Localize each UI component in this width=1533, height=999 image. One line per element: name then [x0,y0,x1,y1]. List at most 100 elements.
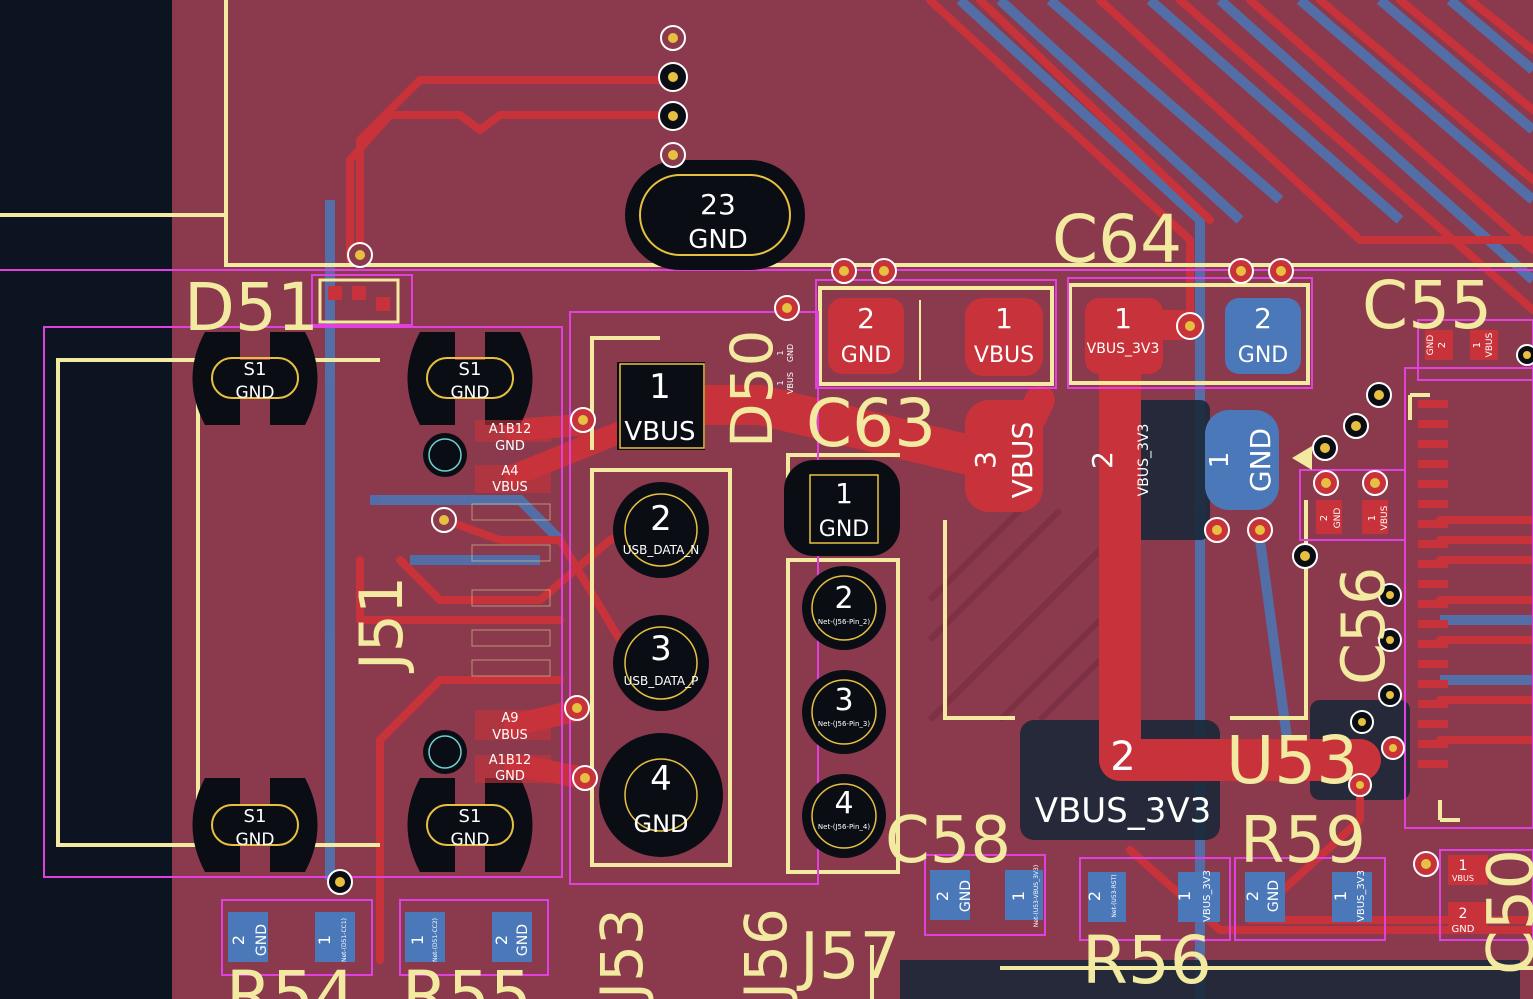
pad-label-net: GND [254,924,270,956]
ref-r59: R59 [1240,804,1366,878]
pad-label-num: 1 [1472,342,1483,348]
ref-c63: C63 [806,385,936,462]
pad-label-net: GND [515,924,531,956]
pad-23[interactable]: 23 GND [625,160,805,270]
r59-pads[interactable]: 2 GND 1 VBUS_3V3 [1243,870,1372,922]
pad-label-net: GND [841,343,891,368]
pad-label-net: GND [1244,428,1277,492]
pad-label-num: A1B12 [489,422,532,437]
j51-smd-pads [471,420,551,783]
pad-label-net: GND [495,769,525,784]
pad-label-net: VBUS [1485,332,1495,357]
j51-shield-pad-top-left[interactable]: S1 GND [192,332,318,425]
j56-pin-4[interactable]: 4 Net-(J56-Pin_4) [802,774,886,858]
j53-pin-2[interactable]: 2 USB_DATA_N [613,482,709,578]
j53-pin-4[interactable]: 4 GND [599,733,723,857]
pad-label-net: GND [1333,508,1343,529]
pad-label-net: GND [236,830,275,850]
pad-label-num: 1 [649,367,671,407]
pad-label-net: GND [819,517,869,542]
ref-c55: C55 [1362,267,1492,344]
board-edge [172,0,190,999]
ref-j57: J57 [796,920,900,994]
pad-label-num: 1 [776,380,785,385]
pad-label-net: VBUS [492,480,528,495]
pad-label-num: 2 [1254,302,1272,335]
c56-pads[interactable]: 2 GND 1 VBUS [1316,500,1390,534]
pad-label-net: GND [958,880,974,912]
pad-label-num: 1 [1009,891,1028,901]
j51-shield-pad-top-right[interactable]: S1 GND [407,332,533,425]
regulator-tab-number: 2 [1110,734,1135,780]
pad-label-net: GND [1426,335,1436,356]
j56-pin-1[interactable]: 1 GND [784,460,900,556]
pad-label-net: VBUS [492,728,528,743]
pad-label-num: 3 [650,629,672,669]
pad-label-num: 4 [650,759,672,799]
regulator-tab-net: VBUS_3V3 [1035,791,1212,831]
ref-c64: C64 [1052,201,1182,278]
ref-r56: R56 [1082,922,1212,999]
j51-shield-pad-bottom-left[interactable]: S1 GND [192,778,318,872]
r55-pads[interactable]: 1 Net-(D51-CC2) 2 GND [405,912,532,962]
pad-label-net: Net-(J56-Pin_2) [818,618,870,626]
ref-d50: D50 [718,330,786,448]
pad-label-num: 2 [1085,891,1104,901]
reference-designators: D51 D50 C63 C64 C55 C56 C58 C50 J51 J53 … [184,201,1533,999]
pad-label-net: VBUS [1380,505,1390,530]
pad-label-net: GND [1238,343,1288,368]
j56-pin-2[interactable]: 2 Net-(J56-Pin_2) [802,566,886,650]
ref-d51: D51 [184,269,319,346]
pad-label-num: 1 [1331,891,1350,901]
j56-pin-3[interactable]: 3 Net-(J56-Pin_3) [802,670,886,754]
r56-pads[interactable]: 2 Net-(U53-RST) 1 VBUS_3V3 [1085,870,1220,922]
pad-label-net: Net-(U53-RST) [1111,874,1118,917]
c58-pads[interactable]: 2 GND 1 Net-(U53-VBUS_3V3) [930,865,1043,927]
d51-component[interactable] [328,286,390,311]
pad-label-num: S1 [244,359,267,380]
pad-label-net: VBUS [1006,422,1039,499]
pad-label-net: GND [495,439,525,454]
pad-label-num: 2 [1319,515,1330,521]
c50-pads[interactable]: 1 VBUS 2 GND [1448,855,1488,935]
j53-pin-1[interactable]: 1 VBUS [617,362,705,450]
pad-label-num: 2 [650,499,672,539]
u53-pins [1418,400,1448,768]
pad-label-num: 1 [835,477,853,510]
c64-pad-1[interactable]: 1 VBUS_3V3 [1085,298,1163,374]
pad-label-num: 1 [776,350,785,355]
c63-pad-2[interactable]: 2 GND [828,298,904,374]
pad-label-net: Net-(D51-CC2) [432,918,439,962]
pad-label-net: GND [786,344,795,362]
c55-pads[interactable]: 2 GND 1 VBUS [1425,330,1498,360]
pad-label-net: VBUS_3V3 [1136,424,1152,497]
j51-alignment-hole-ring [428,438,462,472]
j51-alignment-hole-ring [428,735,462,769]
j51-shield-pad-bottom-right[interactable]: S1 GND [407,778,533,872]
pad-label-net: VBUS [974,343,1034,368]
c63-pad-1[interactable]: 1 VBUS [965,298,1043,376]
pad-label-num: 1 [1205,452,1235,469]
d50-pads[interactable]: 1 GND 1 VBUS [776,344,795,394]
regulator-pad-1[interactable]: 1 GND [1205,410,1279,510]
pin1-marker-icon [1292,446,1312,470]
pad-label-num: 2 [1086,451,1119,469]
j53-pin-3[interactable]: 3 USB_DATA_P [613,615,709,711]
pad-label-net: USB_DATA_P [624,674,699,688]
pad-label-net: GND [451,830,490,850]
pad-label-net: Net-(U53-VBUS_3V3) [1033,865,1040,927]
pad-label-num: 2 [229,935,248,945]
pad-label-num: 3 [969,451,1002,469]
regulator-pad-2[interactable]: 2 VBUS_3V3 [1086,424,1152,497]
c64-pad-2[interactable]: 2 GND [1225,298,1301,374]
pad-label-num: S1 [244,806,267,827]
pad-label-num: 4 [834,786,853,821]
pad-label-num: 1 [408,935,427,945]
pad-label-num: A1B12 [489,753,532,768]
ref-j51: J51 [347,576,417,674]
regulator-pad-3[interactable]: 3 VBUS [965,400,1043,512]
pad-label-num: 1 [995,302,1013,335]
pad-label-net: USB_DATA_N [623,543,700,557]
r54-pads[interactable]: 2 GND 1 Net-(D51-CC1) [228,912,355,962]
